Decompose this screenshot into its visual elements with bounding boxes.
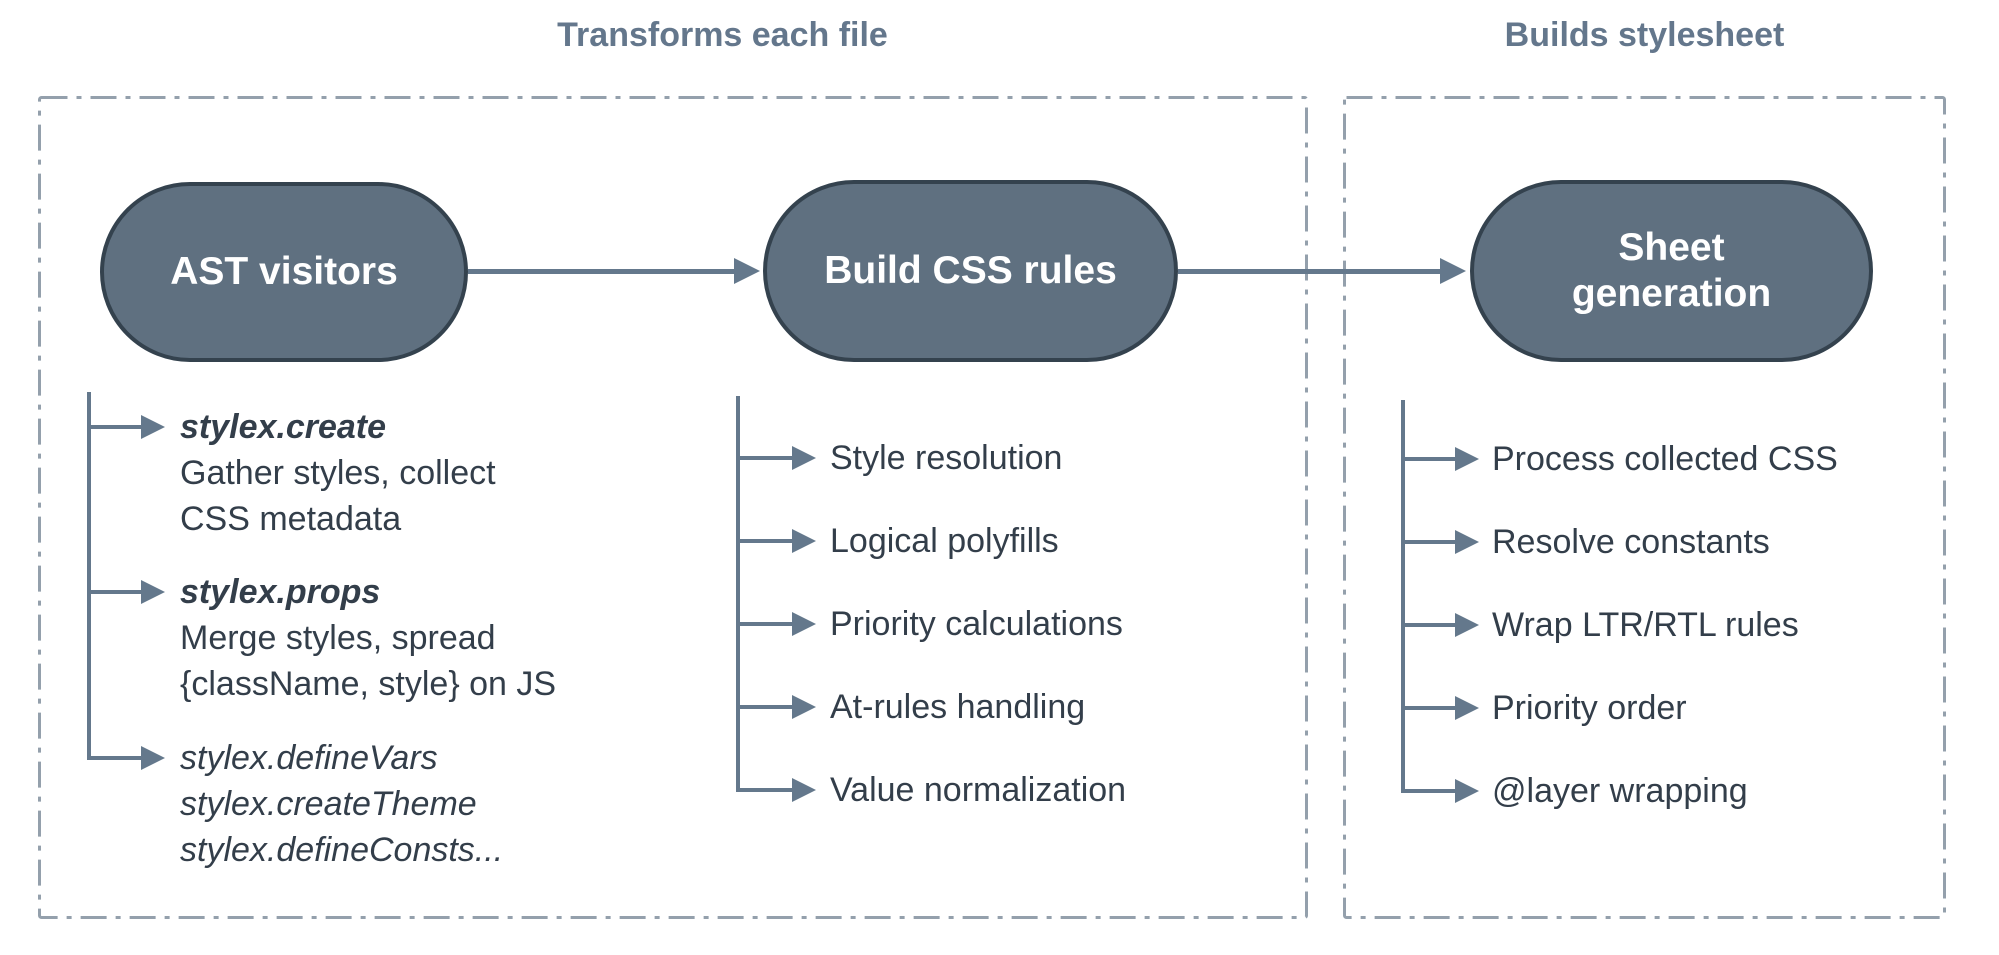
ast-branch-arrow-icon	[141, 580, 165, 604]
sheet-tree-trunk	[1401, 400, 1405, 793]
sheet-branch-line	[1403, 540, 1455, 544]
list-item-title: stylex.create	[180, 408, 387, 446]
sheet-branch-arrow-icon	[1455, 613, 1479, 637]
build-branch-arrow-icon	[792, 778, 816, 802]
sheet-branch-arrow-icon	[1455, 696, 1479, 720]
list-item-wrap-ltr-rtl-rules: Wrap LTR/RTL rules	[1492, 606, 1799, 644]
build-branch-arrow-icon	[792, 529, 816, 553]
sheet-branch-arrow-icon	[1455, 447, 1479, 471]
sheet-branch-line	[1403, 457, 1455, 461]
build-branch-line	[738, 622, 792, 626]
list-item-value-normalization: Value normalization	[830, 771, 1127, 809]
ast-tree-trunk	[87, 392, 91, 760]
arrow-build-to-sheet-line	[1178, 269, 1440, 274]
list-item-desc: Gather styles, collect CSS metadata	[180, 454, 496, 538]
list-item-layer-wrapping: @layer wrapping	[1492, 772, 1748, 810]
section-title-transforms: Transforms each file	[557, 16, 888, 54]
list-item-title: stylex.defineVars stylex.createTheme sty…	[180, 739, 504, 869]
list-item-title: stylex.props	[180, 573, 381, 611]
build-branch-arrow-icon	[792, 695, 816, 719]
list-item-resolve-constants: Resolve constants	[1492, 523, 1770, 561]
builds-container-border	[1343, 96, 1946, 919]
build-branch-line	[738, 788, 792, 792]
sheet-branch-line	[1403, 623, 1455, 627]
ast-branch-line	[89, 425, 141, 429]
node-build-css-rules-label: Build CSS rules	[824, 249, 1117, 292]
sheet-branch-arrow-icon	[1455, 779, 1479, 803]
list-item-stylex-define-apis: stylex.defineVars stylex.createTheme sty…	[180, 735, 503, 873]
node-build-css-rules: Build CSS rules	[763, 180, 1178, 362]
sheet-branch-line	[1403, 789, 1455, 793]
node-ast-visitors: AST visitors	[100, 182, 468, 362]
sheet-branch-arrow-icon	[1455, 530, 1479, 554]
arrow-ast-to-build-head-icon	[734, 258, 760, 284]
build-branch-arrow-icon	[792, 446, 816, 470]
list-item-priority-calculations: Priority calculations	[830, 605, 1123, 643]
build-branch-line	[738, 456, 792, 460]
node-sheet-generation: Sheet generation	[1470, 180, 1873, 362]
build-branch-line	[738, 539, 792, 543]
list-item-stylex-create: stylex.create Gather styles, collect CSS…	[180, 404, 496, 542]
list-item-desc: Merge styles, spread {className, style} …	[180, 619, 557, 703]
sheet-branch-line	[1403, 706, 1455, 710]
ast-branch-arrow-icon	[141, 415, 165, 439]
list-item-stylex-props: stylex.props Merge styles, spread {class…	[180, 569, 556, 707]
node-sheet-generation-label: Sheet generation	[1571, 225, 1772, 315]
build-branch-line	[738, 705, 792, 709]
list-item-logical-polyfills: Logical polyfills	[830, 522, 1059, 560]
ast-branch-line	[89, 590, 141, 594]
list-item-priority-order: Priority order	[1492, 689, 1687, 727]
ast-branch-arrow-icon	[141, 746, 165, 770]
list-item-process-collected-css: Process collected CSS	[1492, 440, 1838, 478]
ast-branch-line	[89, 756, 141, 760]
transforms-container-border	[38, 96, 1308, 919]
arrow-ast-to-build-line	[468, 269, 734, 274]
list-item-style-resolution: Style resolution	[830, 439, 1063, 477]
section-title-builds: Builds stylesheet	[1504, 16, 1785, 54]
list-item-at-rules-handling: At-rules handling	[830, 688, 1086, 726]
node-ast-visitors-label: AST visitors	[170, 250, 398, 293]
arrow-build-to-sheet-head-icon	[1440, 258, 1466, 284]
build-tree-trunk	[736, 396, 740, 792]
build-branch-arrow-icon	[792, 612, 816, 636]
